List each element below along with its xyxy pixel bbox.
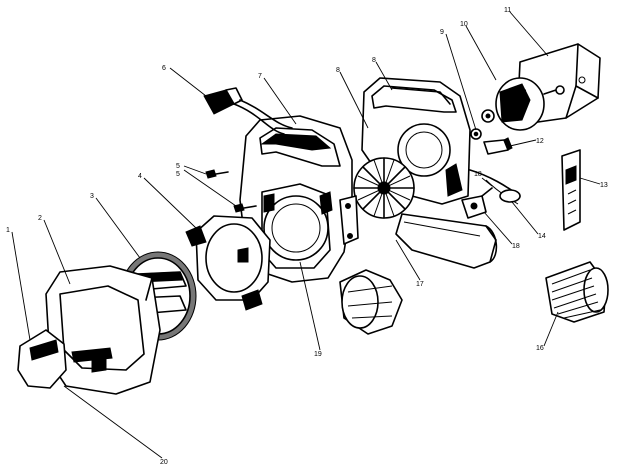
callout-1: 1 — [6, 227, 10, 234]
callout-19: 19 — [314, 351, 322, 358]
callout-8: 8 — [372, 57, 376, 64]
callout-7: 7 — [258, 73, 262, 80]
part-threaded-knob — [545, 261, 609, 323]
callout-5a: 5 — [176, 163, 180, 170]
callout-16: 16 — [536, 345, 544, 352]
callout-14: 14 — [538, 233, 546, 240]
part-impeller — [353, 157, 415, 219]
callout-17: 17 — [416, 281, 424, 288]
part-terminal — [461, 187, 493, 219]
callout-leaders — [11, 11, 601, 459]
callout-10: 10 — [460, 21, 468, 28]
part-switch-plate — [561, 149, 581, 231]
callout-2: 2 — [38, 215, 42, 222]
part-power-cord — [203, 87, 293, 135]
part-front-cover — [45, 265, 161, 395]
part-screws — [205, 169, 257, 213]
callout-5b: 5 — [176, 171, 180, 178]
callout-8b: 8 — [336, 67, 340, 74]
callout-labels: 1 2 3 4 5 5 6 7 8 8 9 10 11 12 13 18 14 … — [6, 7, 608, 466]
callout-12: 12 — [536, 138, 544, 145]
callout-18: 18 — [512, 243, 520, 250]
part-blower-tube-front — [339, 269, 403, 335]
callout-4: 4 — [138, 173, 142, 180]
callout-18b: 18 — [474, 171, 482, 178]
callout-9: 9 — [440, 29, 444, 36]
part-blower-tube-rear — [395, 213, 498, 269]
callout-11: 11 — [504, 7, 511, 14]
part-wire-leads — [469, 169, 521, 205]
part-motor — [481, 77, 565, 131]
callout-20: 20 — [160, 459, 168, 466]
part-intake-ring — [185, 215, 271, 311]
callout-13: 13 — [600, 182, 608, 189]
part-washer — [470, 128, 482, 140]
callout-3: 3 — [90, 193, 94, 200]
callout-6: 6 — [162, 65, 166, 72]
part-nozzle-cap — [17, 329, 67, 389]
part-switch — [483, 137, 513, 155]
